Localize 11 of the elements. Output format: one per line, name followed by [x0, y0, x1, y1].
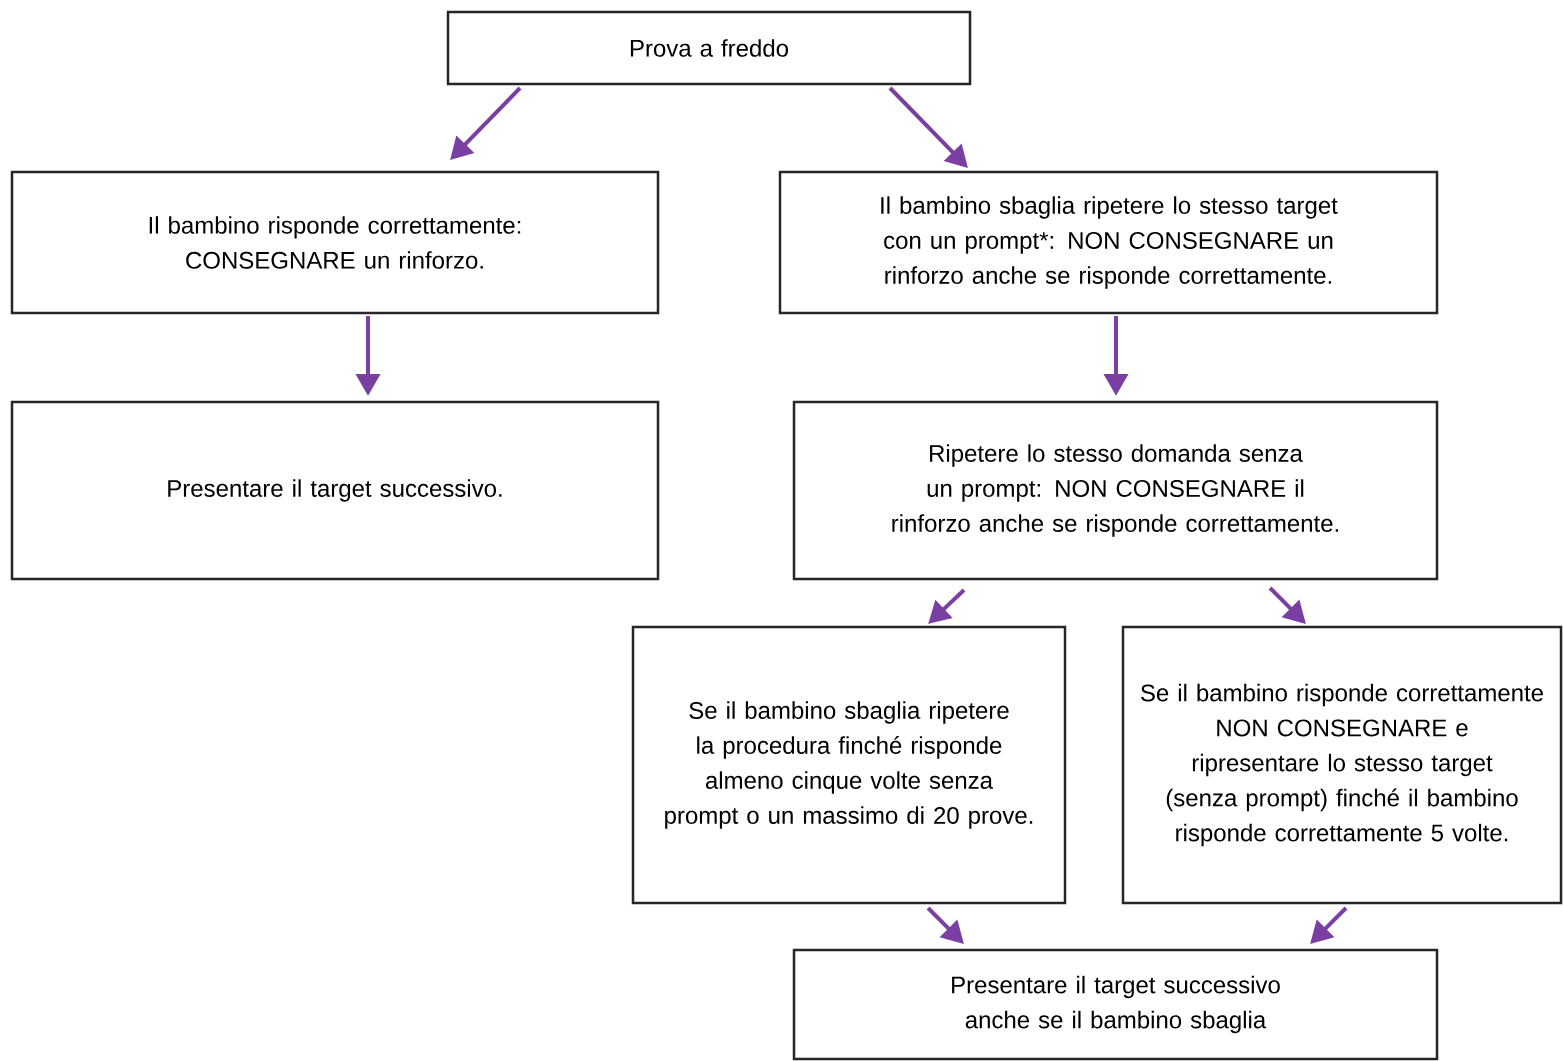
process-box: Il bambino sbaglia ripetere lo stesso target con un prompt*: NON CONSEGNARE un rinforzo anche se risponde correttamente. [778, 170, 1439, 315]
process-box: Se il bambino risponde correttamente NON CONSEGNARE e ripresentare lo stesso target (senza prompt) finché il bambino risponde correttamente 5 volte. [1121, 625, 1563, 905]
arrow [1310, 906, 1348, 944]
process-box: Ripetere lo stesso domanda senza un prompt: NON CONSEGNARE il rinforzo anche se risponde correttamente. [792, 400, 1439, 581]
arrow [1268, 586, 1306, 624]
process-box: Il bambino risponde correttamente: CONSEGNARE un rinforzo. [10, 170, 660, 315]
process-box: Presentare il target successivo anche se il bambino sbaglia [792, 948, 1439, 1061]
arrow [926, 906, 964, 944]
process-box: Prova a freddo [446, 10, 972, 86]
process-box: Se il bambino sbaglia ripetere la procedura finché risponde almeno cinque volte senza prompt o un massimo di 20 prove. [631, 625, 1067, 905]
process-box: Presentare il target successivo. [10, 400, 660, 581]
